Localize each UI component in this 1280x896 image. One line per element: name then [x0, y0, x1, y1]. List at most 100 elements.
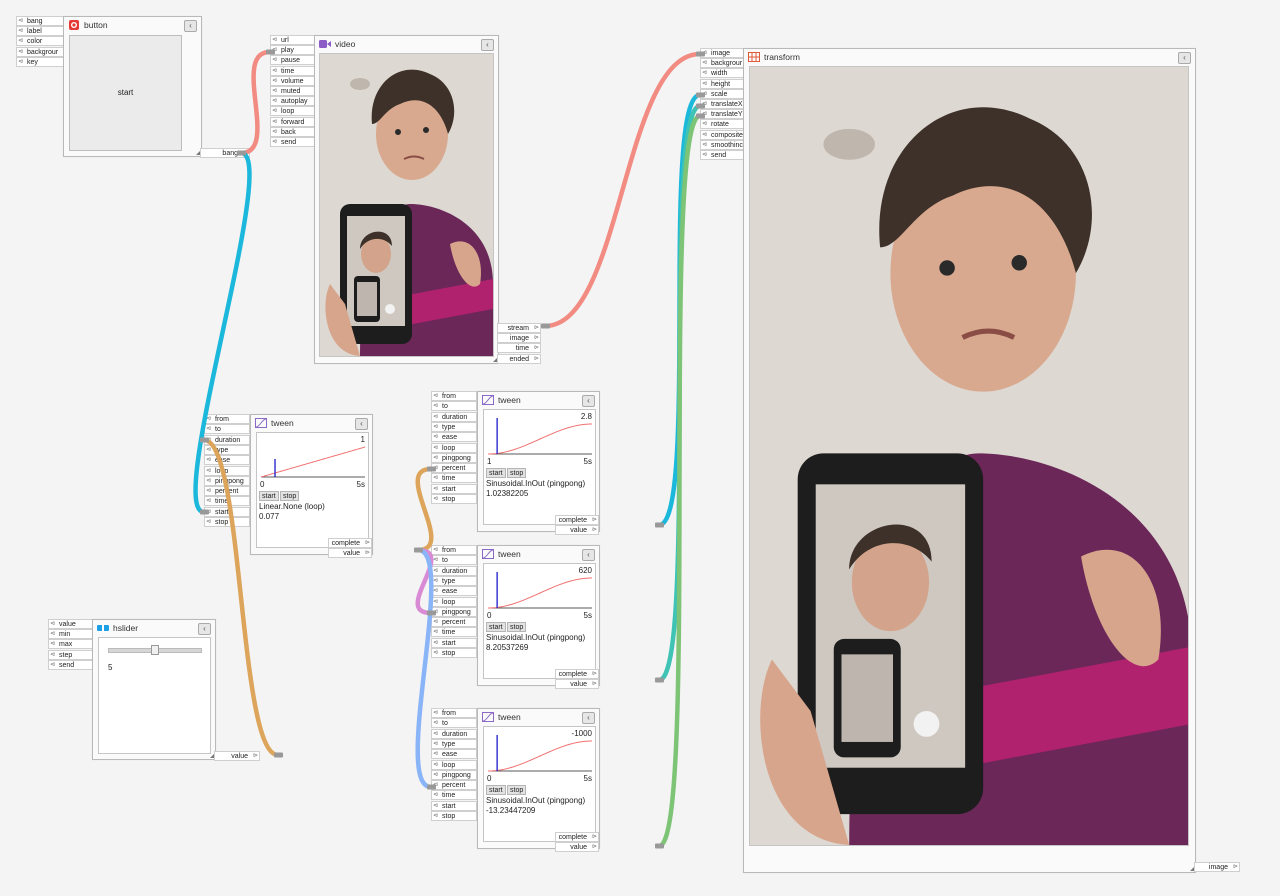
port-connector[interactable] [414, 547, 423, 553]
tween-in-type[interactable]: type [431, 575, 477, 586]
tween-in-loop[interactable]: loop [431, 596, 477, 607]
tween-in-time[interactable]: time [431, 627, 477, 638]
tween-title-bar[interactable]: tween‹ [251, 415, 372, 432]
tween-out-value[interactable]: value [555, 679, 599, 689]
hslider-in-min[interactable]: min [48, 629, 93, 640]
tween-in-to[interactable]: to [431, 401, 477, 412]
tween-in-type[interactable]: type [431, 738, 477, 749]
tween-stop-button[interactable]: stop [280, 491, 300, 501]
video-in-play[interactable]: play [270, 45, 315, 56]
tween-in-from[interactable]: from [431, 708, 477, 718]
connection-wire[interactable] [656, 113, 703, 849]
tween-in-loop[interactable]: loop [431, 442, 477, 453]
video-in-pause[interactable]: pause [270, 55, 315, 66]
tween-in-to[interactable]: to [204, 424, 250, 435]
collapse-icon[interactable]: ‹ [1178, 52, 1191, 64]
tween-in-start[interactable]: start [431, 800, 477, 811]
tween-in-start[interactable]: start [204, 506, 250, 517]
tween-in-stop[interactable]: stop [431, 648, 477, 658]
tween-in-percent[interactable]: percent [431, 780, 477, 791]
video-out-ended[interactable]: ended [497, 353, 541, 364]
button-out-bang[interactable]: bang [200, 148, 250, 158]
tween-title-bar[interactable]: tween‹ [478, 392, 599, 409]
transform-in-scale[interactable]: scale [700, 88, 744, 99]
video-out-time[interactable]: time [497, 343, 541, 354]
video-in-url[interactable]: url [270, 35, 315, 45]
tween-title-bar[interactable]: tween‹ [478, 546, 599, 563]
tween-in-loop[interactable]: loop [431, 759, 477, 770]
tween-in-duration[interactable]: duration [204, 434, 250, 445]
connection-wire[interactable] [656, 103, 703, 683]
video-out-stream[interactable]: stream [497, 323, 541, 333]
transform-out-image[interactable]: image [1194, 862, 1240, 872]
tween-in-loop[interactable]: loop [204, 465, 250, 476]
video-in-loop[interactable]: loop [270, 106, 315, 117]
slider-knob[interactable] [151, 645, 159, 655]
start-button[interactable]: start [69, 35, 182, 151]
video-in-send[interactable]: send [270, 137, 315, 147]
collapse-icon[interactable]: ‹ [481, 39, 494, 51]
video-title-bar[interactable]: video ‹ [315, 36, 498, 53]
transform-in-backgrour[interactable]: backgrour [700, 58, 744, 69]
tween-in-to[interactable]: to [431, 718, 477, 729]
tween-in-pingpong[interactable]: pingpong [204, 475, 250, 486]
port-connector[interactable] [541, 323, 550, 329]
port-connector[interactable] [274, 752, 283, 758]
transform-in-rotate[interactable]: rotate [700, 119, 744, 130]
tween-title-bar[interactable]: tween‹ [478, 709, 599, 726]
hslider-title-bar[interactable]: hslider ‹ [93, 620, 215, 637]
connection-wire[interactable] [542, 51, 703, 329]
video-in-muted[interactable]: muted [270, 86, 315, 96]
tween-out-value[interactable]: value [555, 525, 599, 535]
tween-out-complete[interactable]: complete [555, 669, 599, 679]
video-in-forward[interactable]: forward [270, 116, 315, 127]
hslider-in-step[interactable]: step [48, 649, 93, 660]
connection-wire[interactable] [656, 92, 703, 528]
button-in-key[interactable]: key [16, 56, 64, 67]
button-in-label[interactable]: label [16, 26, 64, 37]
button-in-bang[interactable]: bang [16, 16, 64, 26]
tween-in-duration[interactable]: duration [431, 728, 477, 739]
tween-in-type[interactable]: type [204, 444, 250, 455]
tween-in-time[interactable]: time [431, 790, 477, 801]
hslider-out-value[interactable]: value [214, 751, 260, 761]
tween-in-pingpong[interactable]: pingpong [431, 452, 477, 463]
tween-start-button[interactable]: start [486, 622, 506, 632]
connection-wire[interactable] [238, 49, 273, 156]
transform-in-translatex[interactable]: translateX [700, 99, 744, 109]
transform-in-image[interactable]: image [700, 48, 744, 58]
tween-in-ease[interactable]: ease [431, 749, 477, 760]
collapse-icon[interactable]: ‹ [582, 712, 595, 724]
tween-out-complete[interactable]: complete [555, 832, 599, 842]
tween-stop-button[interactable]: stop [507, 785, 527, 795]
tween-in-time[interactable]: time [204, 496, 250, 507]
hslider-in-value[interactable]: value [48, 619, 93, 629]
transform-in-translatey[interactable]: translateY [700, 109, 744, 120]
tween-in-duration[interactable]: duration [431, 565, 477, 576]
tween-start-button[interactable]: start [486, 468, 506, 478]
tween-start-button[interactable]: start [259, 491, 279, 501]
tween-in-from[interactable]: from [431, 545, 477, 555]
tween-in-ease[interactable]: ease [431, 432, 477, 443]
tween-out-value[interactable]: value [328, 548, 372, 558]
tween-in-duration[interactable]: duration [431, 411, 477, 422]
video-in-autoplay[interactable]: autoplay [270, 96, 315, 107]
tween-in-percent[interactable]: percent [431, 617, 477, 628]
tween-in-pingpong[interactable]: pingpong [431, 769, 477, 780]
transform-in-smoothinc[interactable]: smoothinc [700, 139, 744, 150]
tween-in-start[interactable]: start [431, 637, 477, 648]
tween-start-button[interactable]: start [486, 785, 506, 795]
video-in-volume[interactable]: volume [270, 75, 315, 86]
resize-handle[interactable] [1190, 867, 1194, 871]
transform-in-height[interactable]: height [700, 78, 744, 89]
button-in-backgrour[interactable]: backgrour [16, 46, 64, 57]
hslider-in-send[interactable]: send [48, 659, 93, 670]
collapse-icon[interactable]: ‹ [198, 623, 211, 635]
port-connector[interactable] [655, 522, 664, 528]
connection-wire[interactable] [415, 547, 434, 616]
port-connector[interactable] [655, 677, 664, 683]
port-connector[interactable] [655, 843, 664, 849]
tween-out-complete[interactable]: complete [555, 515, 599, 525]
hslider-in-max[interactable]: max [48, 639, 93, 650]
tween-in-ease[interactable]: ease [204, 455, 250, 466]
